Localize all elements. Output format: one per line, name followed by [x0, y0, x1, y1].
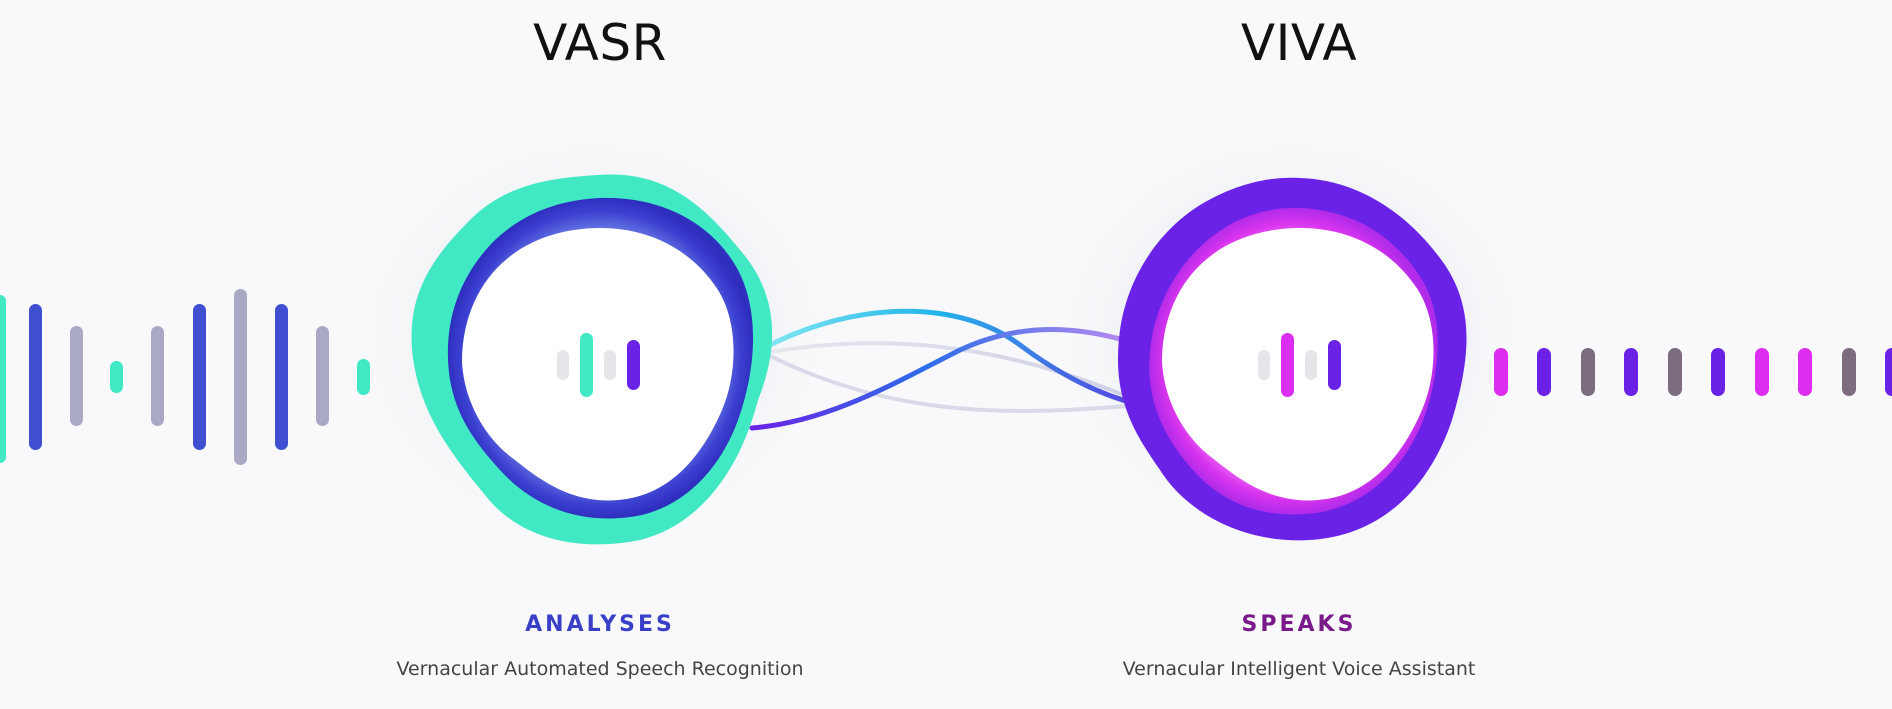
wave-bar: [1581, 348, 1595, 396]
right-orb-bar: [1328, 340, 1341, 390]
right-title: VIVA: [1240, 14, 1358, 72]
right-orb-sound-icon: [1258, 333, 1341, 397]
wave-bar: [1711, 348, 1725, 396]
left-orb-bar: [627, 340, 640, 390]
right-verb: SPEAKS: [1241, 612, 1357, 637]
wave-bar: [234, 289, 247, 465]
wave-bar: [357, 359, 370, 395]
right-orb-white-core: [1162, 228, 1434, 501]
intertwined-lines-icon: [749, 308, 1143, 431]
left-orb-sound-icon: [557, 333, 640, 397]
left-orb-bar: [557, 350, 569, 380]
wave-bar: [1537, 348, 1551, 396]
connector-line-blue: [749, 327, 1143, 431]
wave-bar: [193, 304, 206, 450]
wave-bar: [110, 361, 123, 393]
left-orb-white-core: [462, 228, 734, 501]
violet-magenta-blob-icon: [1117, 177, 1467, 541]
right-description: Vernacular Intelligent Voice Assistant: [1122, 658, 1476, 680]
right-orb-bar: [1258, 350, 1270, 380]
left-orb-bar: [580, 333, 593, 397]
left-verb: ANALYSES: [525, 612, 675, 637]
sound-wave-icon: [0, 289, 370, 465]
wave-bar: [0, 295, 6, 463]
sound-wave-icon: [1494, 348, 1892, 396]
wave-bar: [1885, 348, 1892, 396]
right-orb-bar: [1281, 333, 1294, 397]
wave-bar: [151, 326, 164, 426]
teal-indigo-blob-icon: [411, 174, 773, 545]
connector-line-grey-2: [768, 354, 1142, 413]
left-orb-bar: [604, 350, 616, 380]
wave-bar: [1624, 348, 1638, 396]
wave-bar: [275, 304, 288, 450]
wave-bar: [1755, 348, 1769, 396]
left-description: Vernacular Automated Speech Recognition: [396, 658, 804, 680]
wave-bar: [1842, 348, 1856, 396]
right-orb-bar: [1305, 350, 1317, 380]
wave-bar: [70, 326, 83, 426]
wave-bar: [29, 304, 42, 450]
wave-bar: [1798, 348, 1812, 396]
left-title: VASR: [533, 14, 667, 72]
wave-bar: [316, 326, 329, 426]
wave-bar: [1668, 348, 1682, 396]
wave-bar: [1494, 348, 1508, 396]
